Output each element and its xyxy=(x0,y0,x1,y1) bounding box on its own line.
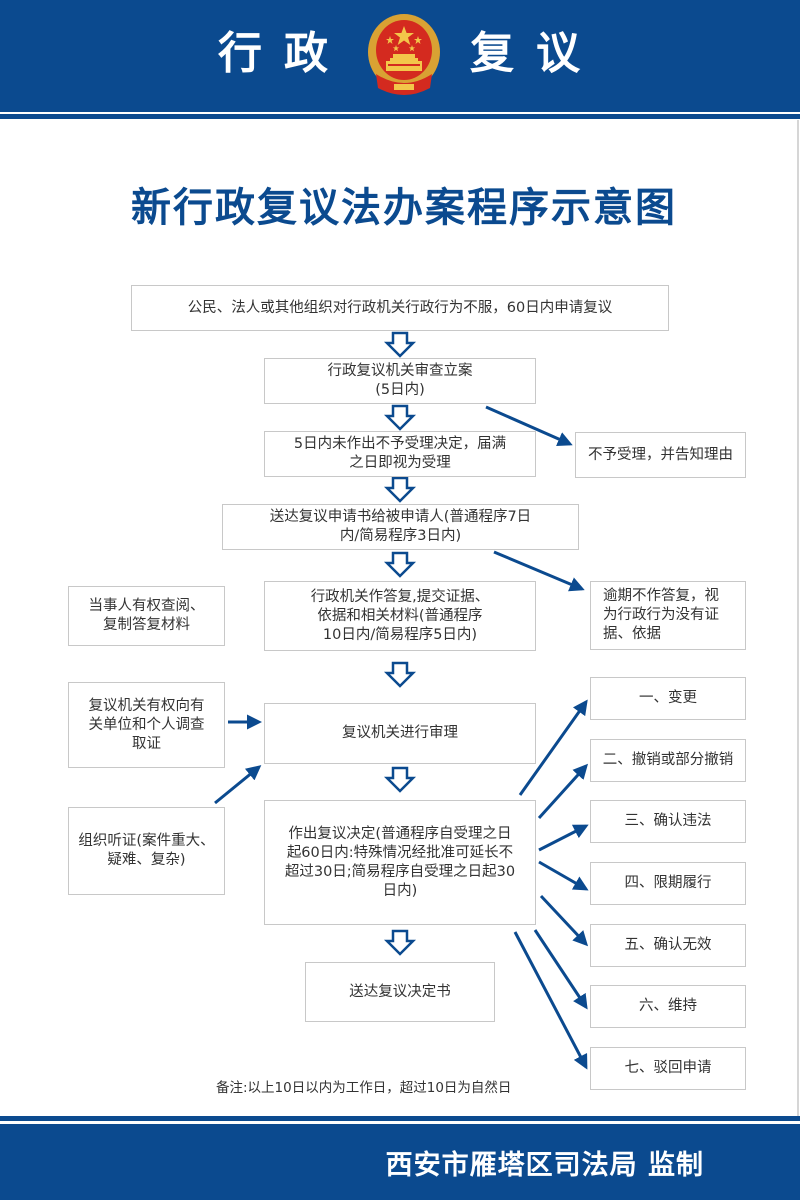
arrow-to-outcome-4 xyxy=(538,860,589,891)
outcome-item: 六、维持 xyxy=(590,985,746,1028)
step-agency-response: 行政机关作答复,提交证据、 依据和相关材料(普通程序 10日内/简易程序5日内) xyxy=(264,581,536,651)
step-deemed-accepted: 5日内未作出不予受理决定，届满 之日即视为受理 xyxy=(264,431,536,477)
step-review-filing: 行政复议机关审查立案 (5日内) xyxy=(264,358,536,404)
header-banner: 行政 复议 xyxy=(0,0,800,112)
down-arrow-icon xyxy=(385,661,415,688)
step-apply: 公民、法人或其他组织对行政机关行政行为不服，60日内申请复议 xyxy=(131,285,669,331)
down-arrow-icon xyxy=(385,929,415,956)
arrow-to-outcome-3 xyxy=(538,824,589,852)
step-overdue: 逾期不作答复，视 为行政行为没有证 据、依据 xyxy=(590,581,746,650)
outcome-item: 二、撤销或部分撤销 xyxy=(590,739,746,782)
arrow-to-outcome-6 xyxy=(533,929,588,1010)
step-deliver-decision: 送达复议决定书 xyxy=(305,962,495,1022)
note-investigate: 复议机关有权向有 关单位和个人调查 取证 xyxy=(68,682,225,768)
footer-banner: 西安市雁塔区司法局 监制 xyxy=(0,1124,800,1200)
step-hearing-review: 复议机关进行审理 xyxy=(264,703,536,764)
footer-stripe xyxy=(0,1116,800,1121)
arrow-to-outcome-2 xyxy=(537,763,589,820)
arrow-hearing-to-review xyxy=(214,765,262,805)
outcome-item: 四、限期履行 xyxy=(590,862,746,905)
down-arrow-icon xyxy=(385,766,415,793)
national-emblem-icon xyxy=(368,14,440,95)
footnote: 备注:以上10日以内为工作日，超过10日为自然日 xyxy=(216,1080,512,1096)
page-edge-line xyxy=(797,120,799,1116)
down-arrow-icon xyxy=(385,404,415,431)
step-decision: 作出复议决定(普通程序自受理之日 起60日内:特殊情况经批准可延长不 超过30日… xyxy=(264,800,536,925)
down-arrow-icon xyxy=(385,476,415,503)
page-title: 新行政复议法办案程序示意图 xyxy=(131,185,677,231)
outcome-item: 五、确认无效 xyxy=(590,924,746,967)
outcome-item: 七、驳回申请 xyxy=(590,1047,746,1090)
note-hearing: 组织听证(案件重大、 疑难、复杂) xyxy=(68,807,225,895)
arrow-to-outcome-5 xyxy=(539,894,589,947)
down-arrow-icon xyxy=(385,331,415,358)
header-title-right: 复议 xyxy=(470,28,602,79)
header-stripe xyxy=(0,114,800,119)
down-arrow-icon xyxy=(385,551,415,578)
note-party-right: 当事人有权查阅、 复制答复材料 xyxy=(68,586,225,646)
outcome-item: 三、确认违法 xyxy=(590,800,746,843)
outcome-item: 一、变更 xyxy=(590,677,746,720)
step-deliver-application: 送达复议申请书给被申请人(普通程序7日 内/简易程序3日内) xyxy=(222,504,579,550)
issuer-label: 西安市雁塔区司法局 监制 xyxy=(385,1150,704,1181)
arrow-to-outcome-7 xyxy=(513,931,588,1070)
step-reject: 不予受理，并告知理由 xyxy=(575,432,746,478)
header-title-left: 行政 xyxy=(218,28,350,79)
